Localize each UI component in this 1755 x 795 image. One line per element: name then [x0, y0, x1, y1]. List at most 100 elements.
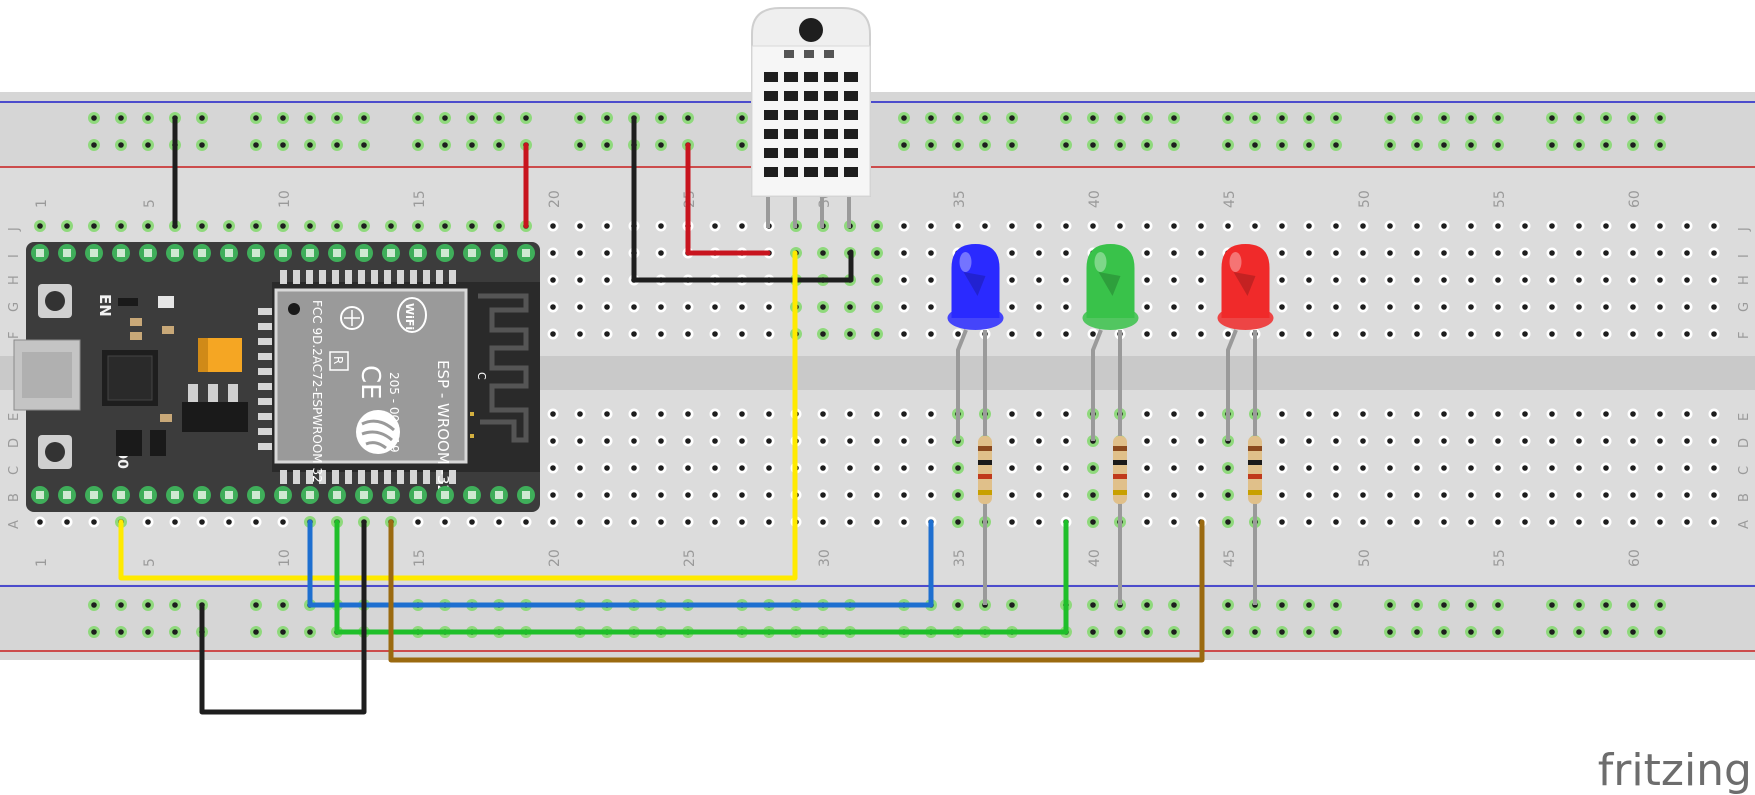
hole-center [1576, 411, 1582, 417]
hole-center [739, 438, 745, 444]
grille-slot [784, 72, 798, 82]
rail-hole-center [1387, 629, 1393, 635]
header-pin-pad [414, 249, 422, 257]
hole-center [1117, 223, 1123, 229]
rail-hole-center [1090, 115, 1096, 121]
grille-slot [844, 167, 858, 177]
hole-center [1009, 331, 1015, 337]
hole-center [550, 250, 556, 256]
hole-center [1063, 250, 1069, 256]
header-pin-pad [63, 249, 71, 257]
hole-center [1198, 250, 1204, 256]
hole-center [685, 492, 691, 498]
hole-center [658, 465, 664, 471]
hole-center [550, 438, 556, 444]
row-letter: H [1737, 275, 1752, 285]
rail-hole-center [199, 142, 205, 148]
hole-center [1306, 465, 1312, 471]
hole-center [1630, 331, 1636, 337]
grille-slot [764, 91, 778, 101]
hole-center [847, 492, 853, 498]
header-pin-pad [522, 249, 530, 257]
wire-blue-led [307, 519, 934, 608]
hole-center [1306, 277, 1312, 283]
antenna-pad [470, 412, 474, 416]
rail-hole-center [1657, 115, 1663, 121]
rail-hole-center [1630, 629, 1636, 635]
fc-logo-icon [340, 306, 364, 330]
hole-center [91, 519, 97, 525]
hole-center [253, 519, 259, 525]
hole-center [1549, 411, 1555, 417]
header-pin-pad [306, 491, 314, 499]
grille-slot [824, 50, 834, 58]
rail-hole-center [361, 142, 367, 148]
module-pin [280, 470, 287, 484]
col-num: 30 [817, 549, 833, 567]
module-pin [258, 323, 272, 330]
rail-hole-center [1333, 115, 1339, 121]
hole-center [1441, 304, 1447, 310]
hole-center [1549, 331, 1555, 337]
resistor-body [978, 436, 992, 504]
hole-center [685, 519, 691, 525]
grille-slot [824, 167, 838, 177]
hole-center [1657, 438, 1663, 444]
hole-center [1387, 223, 1393, 229]
hole-center [1468, 250, 1474, 256]
hole-center [1225, 519, 1231, 525]
hole-center [550, 223, 556, 229]
hole-center [1333, 492, 1339, 498]
rail-hole-center [469, 115, 475, 121]
module-pin [423, 270, 430, 284]
hole-center [145, 223, 151, 229]
rail-hole-center [1576, 629, 1582, 635]
row-letters-left: J I H G F E D C B A [7, 227, 22, 529]
rail-hole-center [604, 115, 610, 121]
module-pin [258, 353, 272, 360]
hole-center [712, 492, 718, 498]
hole-center [1144, 465, 1150, 471]
hole-center [577, 411, 583, 417]
hole-center [1063, 277, 1069, 283]
col-num: 25 [682, 549, 698, 567]
hole-center [550, 519, 556, 525]
wire-green-led [334, 519, 1069, 635]
header-pin-pad [279, 249, 287, 257]
hole-center [874, 438, 880, 444]
rail-hole-center [928, 142, 934, 148]
hole-center [577, 465, 583, 471]
hole-center [874, 304, 880, 310]
hole-center [1198, 331, 1204, 337]
col-num: 60 [1627, 190, 1643, 208]
module-pin [384, 470, 391, 484]
resistor-body [1113, 436, 1127, 504]
hole-center [1225, 465, 1231, 471]
rail-hole-center [1171, 602, 1177, 608]
resistor-band [1248, 446, 1262, 451]
hole-center [1549, 304, 1555, 310]
hole-center [1306, 331, 1312, 337]
col-num: 55 [1492, 190, 1508, 208]
hole-center [766, 411, 772, 417]
grille-slot [804, 110, 818, 120]
hole-center [1603, 223, 1609, 229]
hole-center [928, 250, 934, 256]
hole-center [37, 519, 43, 525]
hole-center [1711, 519, 1717, 525]
hole-center [739, 519, 745, 525]
rail-hole-center [1252, 142, 1258, 148]
grille-slot [824, 129, 838, 139]
hole-center [874, 492, 880, 498]
hole-center [820, 465, 826, 471]
hole-center [1360, 331, 1366, 337]
hole-center [1144, 304, 1150, 310]
hole-center [1009, 492, 1015, 498]
hole-center [199, 223, 205, 229]
hole-center [1630, 223, 1636, 229]
hole-center [1657, 492, 1663, 498]
hole-center [1171, 277, 1177, 283]
sensor-grille [764, 50, 858, 177]
hole-center [1387, 465, 1393, 471]
hole-center [1063, 331, 1069, 337]
